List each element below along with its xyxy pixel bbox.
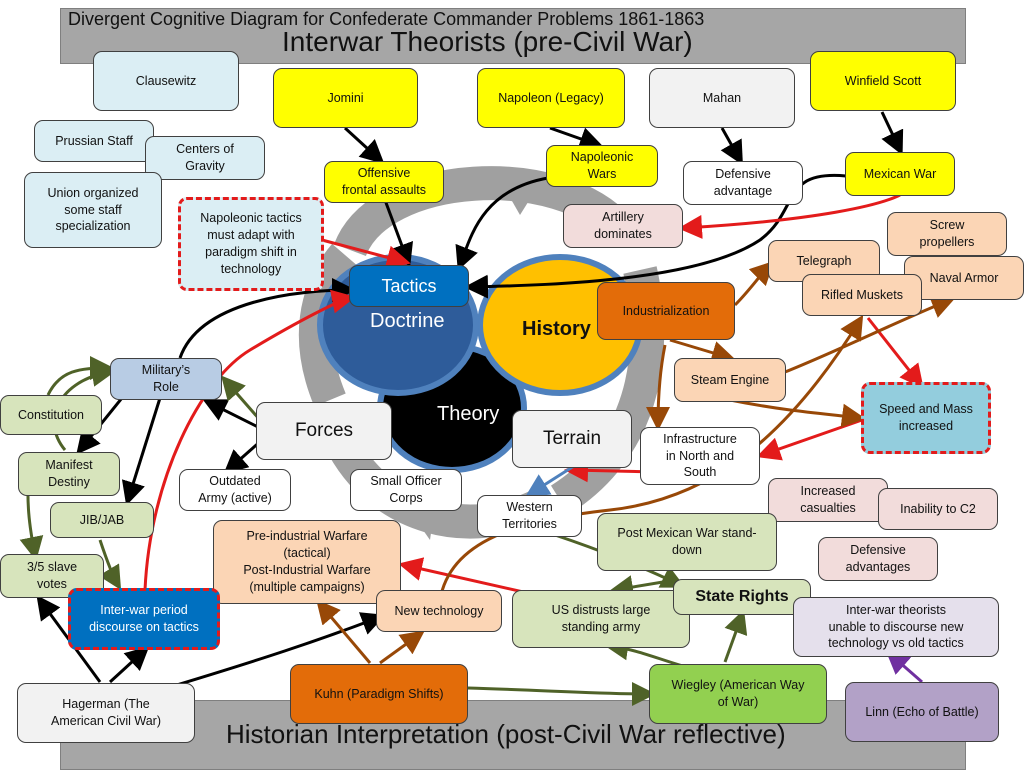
interwar-theorists-node: Inter-war theorists unable to discourse … [793, 597, 999, 657]
arrow-mahan-defensive [720, 127, 743, 166]
arrow-indus-infra [646, 344, 671, 431]
arrow-indus-steam [669, 338, 736, 365]
doctrine-label: Doctrine [370, 310, 445, 332]
arrow-linn-interwar [885, 650, 923, 684]
arrow-newtech-rifled [438, 314, 864, 601]
arrow-napoleonic-tactics [321, 238, 411, 269]
arrow-military-tactics [178, 278, 356, 359]
arrow-kuhn-wiegley [467, 681, 656, 706]
jomini-node: Jomini [273, 68, 418, 128]
cycle-arc-left [298, 243, 359, 407]
arrow-kuhn-newtech [379, 630, 425, 665]
footer-title: Historian Interpretation (post-Civil War… [226, 719, 786, 749]
interwar-discourse-node: Inter-war period discourse on tactics [68, 588, 220, 650]
outdated-army-node: Outdated Army (active) [179, 469, 291, 511]
terrain-box: Terrain [512, 410, 632, 468]
theory-label: Theory [437, 403, 500, 425]
us-distrusts-node: US distrusts large standing army [512, 590, 690, 648]
defensive-advantage-node: Defensive advantage [683, 161, 803, 205]
tactics-box: Tactics [349, 265, 469, 307]
wiegley-node: Wiegley (American Way of War) [649, 664, 827, 724]
napoleonic-tactics-node: Napoleonic tactics must adapt with parad… [178, 197, 324, 291]
diagram-title: Divergent Cognitive Diagram for Confeder… [68, 9, 705, 29]
mahan-node: Mahan [649, 68, 795, 128]
rifled-muskets-node: Rifled Muskets [802, 274, 922, 316]
union-staff-node: Union organized some staff specializatio… [24, 172, 162, 248]
artillery-dominates-node: Artillery dominates [563, 204, 683, 248]
arrow-napoleon-wars [549, 126, 604, 151]
diagram-subtitle: Interwar Theorists (pre-Civil War) [282, 26, 693, 57]
hagerman-node: Hagerman (The American Civil War) [17, 683, 195, 743]
arrow-mexican-artillery [678, 193, 901, 239]
forces-box: Forces [256, 402, 392, 460]
mexican-war-node: Mexican War [845, 152, 955, 196]
inability-c2-node: Inability to C2 [878, 488, 998, 530]
arrow-indus-telegraph [733, 260, 775, 307]
arrow-scott-mexican [880, 111, 904, 156]
arrow-jomini-offensive [343, 126, 385, 165]
increased-casualties-node: Increased casualties [768, 478, 888, 522]
arrow-state-postmexican [609, 575, 676, 599]
prussian-staff-node: Prussian Staff [34, 120, 154, 162]
arrow-military-jib [121, 397, 162, 506]
industrialization-node: Industrialization [597, 282, 735, 340]
manifest-destiny-node: Manifest Destiny [18, 452, 120, 496]
offensive-frontal-node: Offensive frontal assaults [324, 161, 444, 203]
arrow-forces-militaryrole [221, 375, 262, 421]
western-territories-node: Western Territories [477, 495, 582, 537]
arrow-steam-naval [784, 295, 956, 374]
defensive-advantages-node: Defensive advantages [818, 537, 938, 581]
arrow-jib-interwar [98, 539, 122, 591]
kuhn-node: Kuhn (Paradigm Shifts) [290, 664, 468, 724]
arrow-wiegley-state [723, 609, 748, 663]
napoleonic-wars-node: Napoleonic Wars [546, 145, 658, 187]
linn-node: Linn (Echo of Battle) [845, 682, 999, 742]
naval-armor-node: Naval Armor [904, 256, 1024, 300]
post-mexican-node: Post Mexican War stand- down [597, 513, 777, 571]
arrow-constitution-military [46, 356, 114, 396]
screw-propellers-node: Screw propellers [887, 212, 1007, 256]
arrow-forces-military [202, 399, 261, 430]
napoleon-legacy-node: Napoleon (Legacy) [477, 68, 625, 128]
arrow-napwars-tactics [455, 176, 549, 271]
arrow-rifled-speed [866, 317, 924, 389]
arrow-terrain-western [524, 464, 575, 498]
infrastructure-node: Infrastructure in North and South [640, 427, 760, 485]
telegraph-node: Telegraph [768, 240, 880, 282]
constitution-node: Constitution [0, 395, 102, 435]
arrow-kuhn-preindustrial [316, 599, 372, 664]
steam-engine-node: Steam Engine [674, 358, 786, 402]
arrow-hagerman-interwar [108, 645, 150, 684]
jib-jab-node: JIB/JAB [50, 502, 154, 538]
winfield-scott-node: Winfield Scott [810, 51, 956, 111]
centers-of-gravity-node: Centers of Gravity [145, 136, 265, 180]
clausewitz-node: Clausewitz [93, 51, 239, 111]
history-label: History [522, 318, 591, 340]
arrow-hagerman-newtech [159, 612, 386, 692]
speed-mass-node: Speed and Mass increased [861, 382, 991, 454]
arrow-steam-speed [729, 398, 866, 428]
state-rights-node: State Rights [673, 579, 811, 615]
arrow-offensive-tactics [383, 199, 413, 268]
military-role-node: Military’s Role [110, 358, 222, 400]
cycle-arrowhead-top [500, 175, 545, 215]
arrow-interwar-tactics [143, 289, 356, 591]
new-technology-node: New technology [376, 590, 502, 632]
preindustrial-node: Pre-industrial Warfare (tactical) Post-I… [213, 520, 401, 604]
small-officer-node: Small Officer Corps [350, 469, 462, 511]
